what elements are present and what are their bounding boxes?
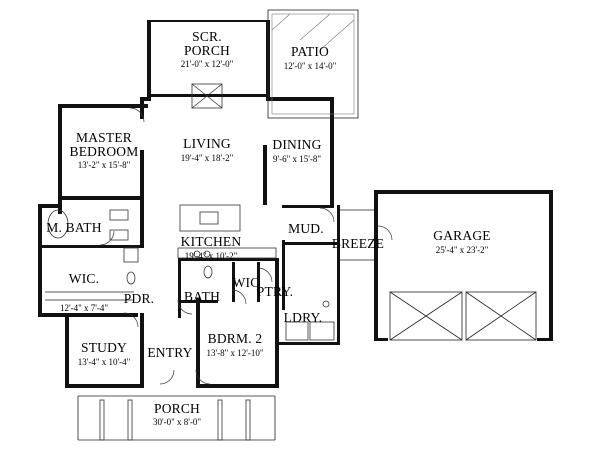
porch-label: PORCH <box>154 401 200 416</box>
bdrm2-label: BDRM. 2 <box>208 331 263 346</box>
living-label: LIVING <box>183 136 231 151</box>
entry-label: ENTRY <box>147 345 192 360</box>
wic-master-label: WIC. <box>69 271 99 286</box>
wic-small-label: WIC <box>233 275 260 290</box>
patio-label: PATIO <box>291 44 329 59</box>
patio-dims: 12'-0" x 14'-0" <box>284 61 337 71</box>
scr-porch-dims: 21'-0" x 12'-0" <box>181 59 234 69</box>
fixtures <box>45 9 537 441</box>
walls <box>38 20 553 388</box>
study-dims: 13'-4" x 10'-4" <box>78 357 131 367</box>
kitchen-label: KITCHEN <box>181 234 242 249</box>
breeze-label: BREEZE <box>332 236 384 251</box>
garage-label: GARAGE <box>433 228 490 243</box>
master-bedroom-label-2: BEDROOM <box>70 144 139 159</box>
kitchen-dims: 19'-4" x 10'-2" <box>185 251 238 261</box>
ldry-label: LDRY. <box>284 310 323 325</box>
dining-dims: 9'-6" x 15'-8" <box>273 154 321 164</box>
scr-porch-label-1: SCR. <box>192 29 222 44</box>
scr-porch-label-2: PORCH <box>184 43 230 58</box>
mud-label: MUD. <box>288 221 324 236</box>
study-label: STUDY <box>81 340 127 355</box>
pdr-label: PDR. <box>124 291 154 306</box>
bdrm2-dims: 13'-8" x 12'-10" <box>206 348 263 358</box>
living-dims: 19'-4" x 18'-2" <box>181 153 234 163</box>
doors <box>99 107 393 385</box>
wic-master-dims: 12'-4" x 7'-4" <box>60 303 108 313</box>
ptry-label: PTRY. <box>257 284 293 299</box>
room-labels: SCR. PORCH 21'-0" x 12'-0" PATIO 12'-0" … <box>46 29 490 427</box>
garage-dims: 25'-4" x 23'-2" <box>436 245 489 255</box>
bath-label: BATH <box>184 289 220 304</box>
master-bedroom-dims: 13'-2" x 15'-8" <box>78 160 131 170</box>
porch-dims: 30'-0" x 8'-0" <box>153 417 201 427</box>
m-bath-label: M. BATH <box>46 220 101 235</box>
dining-label: DINING <box>272 137 321 152</box>
master-bedroom-label-1: MASTER <box>76 130 132 145</box>
